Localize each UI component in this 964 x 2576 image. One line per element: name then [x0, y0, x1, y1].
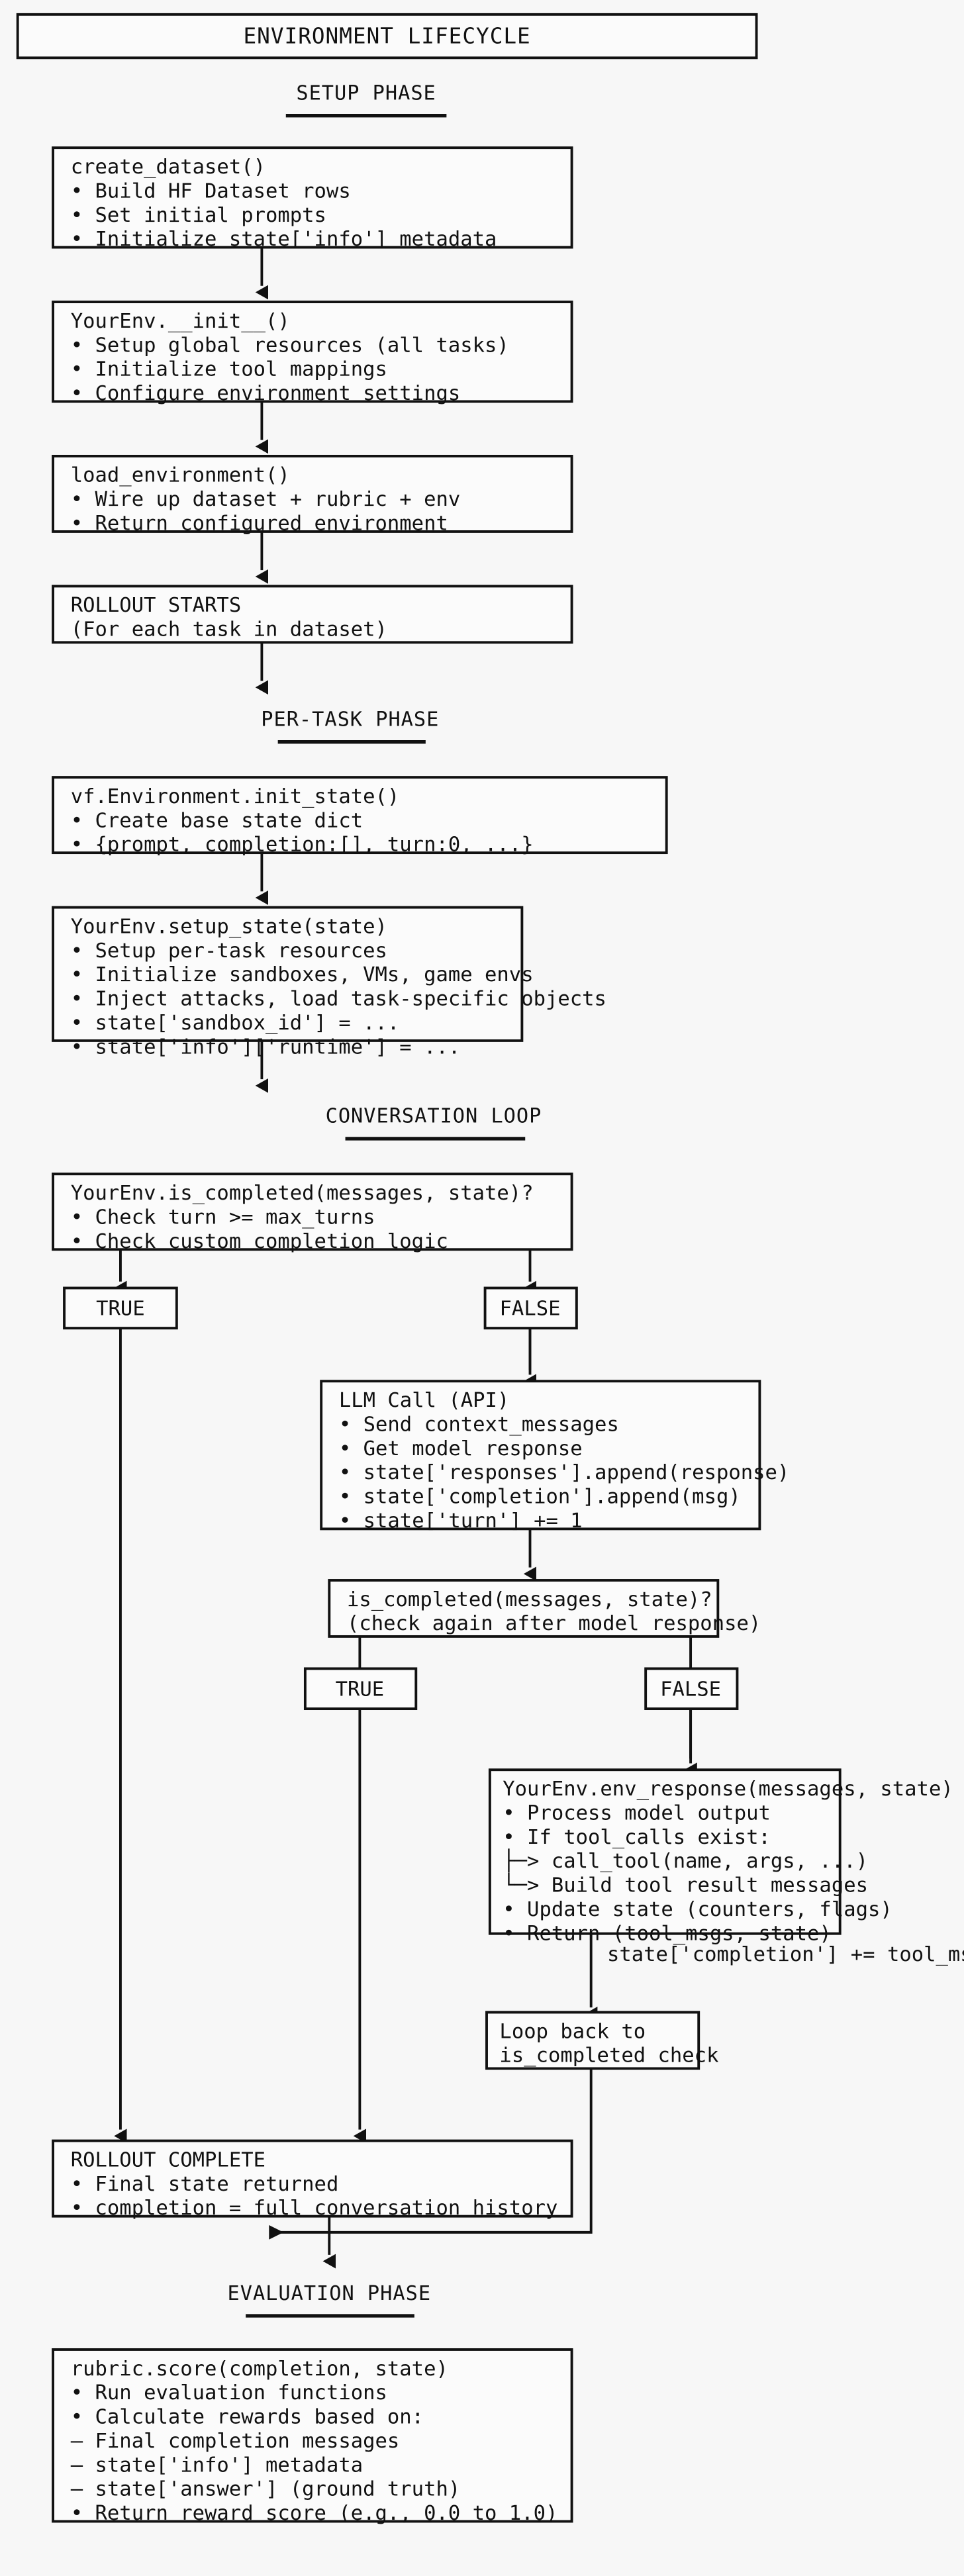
yourenv-init-line-0: YourEnv.__init__() [71, 310, 290, 333]
create-dataset-line-1: • Build HF Dataset rows [71, 179, 351, 203]
node-rollout-complete[interactable] [52, 2139, 573, 2218]
rubric-score-line-6: • Return reward score (e.g., 0.0 to 1.0) [71, 2502, 558, 2525]
setup-state-line-2: • Initialize sandboxes, VMs, game envs [71, 963, 534, 986]
node-load-environment[interactable] [52, 454, 573, 533]
rubric-score-line-0: rubric.score(completion, state) [71, 2358, 448, 2381]
rubric-score-line-5: – state['answer'] (ground truth) [71, 2478, 461, 2501]
load-environment-line-1: • Wire up dataset + rubric + env [71, 488, 461, 511]
loop-back-line-1: is_completed check [499, 2044, 718, 2068]
loop-back-line-0: Loop back to [499, 2020, 646, 2043]
load-environment-line-2: • Return configured environment [71, 512, 448, 536]
node-rubric-score[interactable] [52, 2348, 573, 2523]
branch-false-1-label: FALSE [500, 1298, 561, 1321]
yourenv-init-line-2: • Initialize tool mappings [71, 358, 387, 381]
env-response-line-1: • Process model output [503, 1801, 771, 1825]
llm-call-line-0: LLM Call (API) [339, 1389, 509, 1412]
rubric-score-line-3: – Final completion messages [71, 2430, 400, 2453]
branch-true-1-label: TRUE [96, 1298, 145, 1321]
node-branch-true-1[interactable] [63, 1286, 178, 1330]
init-state-line-1: • Create base state dict [71, 809, 363, 832]
env-response-line-2: • If tool_calls exist: [503, 1826, 771, 1849]
is-completed-again-line-0: is_completed(messages, state)? [347, 1588, 712, 1611]
rollout-complete-line-1: • Final state returned [71, 2173, 339, 2196]
setup-state-line-4: • state['sandbox_id'] = ... [71, 1012, 400, 1035]
node-loop-back[interactable] [485, 2011, 700, 2070]
edge-loopback-to-rollout-complete [269, 2068, 593, 2240]
node-is-completed[interactable] [52, 1172, 573, 1251]
is-completed-again-line-1: (check again after model response) [347, 1612, 761, 1635]
rollout-complete-line-0: ROLLOUT COMPLETE [71, 2148, 265, 2171]
rubric-score-line-2: • Calculate rewards based on: [71, 2406, 424, 2429]
load-environment-line-0: load_environment() [71, 464, 290, 487]
yourenv-init-line-1: • Setup global resources (all tasks) [71, 334, 509, 357]
rollout-complete-line-2: • completion = full conversation history [71, 2197, 558, 2220]
rollout-starts-line-1: (For each task in dataset) [71, 618, 387, 642]
rollout-starts-line-0: ROLLOUT STARTS [71, 594, 241, 617]
is-completed-line-0: YourEnv.is_completed(messages, state)? [71, 1182, 534, 1205]
setup-state-line-3: • Inject attacks, load task-specific obj… [71, 988, 606, 1011]
title-banner [16, 13, 758, 60]
env-response-line-0: YourEnv.env_response(messages, state) [503, 1778, 953, 1801]
llm-call-line-2: • Get model response [339, 1437, 583, 1460]
node-rollout-starts[interactable] [52, 585, 573, 644]
env-response-line-5: • Update state (counters, flags) [503, 1898, 892, 1921]
rubric-score-line-4: – state['info'] metadata [71, 2454, 363, 2477]
phase-label-per-task: PER-TASK PHASE [261, 708, 439, 731]
llm-call-line-5: • state['turn'] += 1 [339, 1509, 583, 1533]
phase-label-setup: SETUP PHASE [296, 81, 436, 105]
is-completed-line-2: • Check custom completion logic [71, 1230, 448, 1253]
llm-call-line-3: • state['responses'].append(response) [339, 1461, 789, 1484]
node-branch-false-2[interactable] [644, 1667, 739, 1711]
node-branch-true-2[interactable] [303, 1667, 418, 1711]
rubric-score-line-1: • Run evaluation functions [71, 2381, 387, 2405]
is-completed-line-1: • Check turn >= max_turns [71, 1206, 375, 1229]
llm-call-line-1: • Send context_messages [339, 1413, 619, 1436]
node-env-response[interactable] [488, 1768, 842, 1935]
env-response-line-6: • Return (tool_msgs, state) [503, 1922, 832, 1945]
init-state-line-2: • {prompt, completion:[], turn:0, ...} [71, 834, 534, 857]
phase-label-evaluation: EVALUATION PHASE [228, 2282, 432, 2305]
node-yourenv-init[interactable] [52, 301, 573, 403]
setup-state-line-1: • Setup per-task resources [71, 939, 387, 963]
page-title: ENVIRONMENT LIFECYCLE [243, 23, 530, 48]
create-dataset-line-2: • Set initial prompts [71, 204, 326, 227]
phase-label-conversation-loop: CONVERSATION LOOP [326, 1105, 542, 1128]
node-is-completed-again[interactable] [328, 1579, 720, 1638]
branch-true-2-label: TRUE [336, 1678, 385, 1701]
branch-false-2-label: FALSE [660, 1678, 721, 1701]
setup-state-line-0: YourEnv.setup_state(state) [71, 915, 387, 938]
env-response-line-4: └─> Build tool result messages [503, 1873, 868, 1897]
init-state-line-0: vf.Environment.init_state() [71, 785, 400, 808]
create-dataset-line-0: create_dataset() [71, 156, 265, 179]
node-init-state[interactable] [52, 776, 668, 855]
edge-label-tool-msgs: state['completion'] += tool_msgs [607, 1943, 964, 1966]
node-setup-state[interactable] [52, 906, 524, 1042]
setup-state-line-5: • state['info']['runtime'] = ... [71, 1035, 461, 1059]
create-dataset-line-3: • Initialize state['info'] metadata [71, 228, 497, 251]
env-response-line-3: ├─> call_tool(name, args, ...) [503, 1848, 868, 1873]
yourenv-init-line-3: • Configure environment settings [71, 382, 461, 405]
node-branch-false-1[interactable] [483, 1286, 578, 1330]
node-create-dataset[interactable] [52, 146, 573, 249]
node-llm-call[interactable] [320, 1380, 761, 1531]
llm-call-line-4: • state['completion'].append(msg) [339, 1486, 741, 1509]
